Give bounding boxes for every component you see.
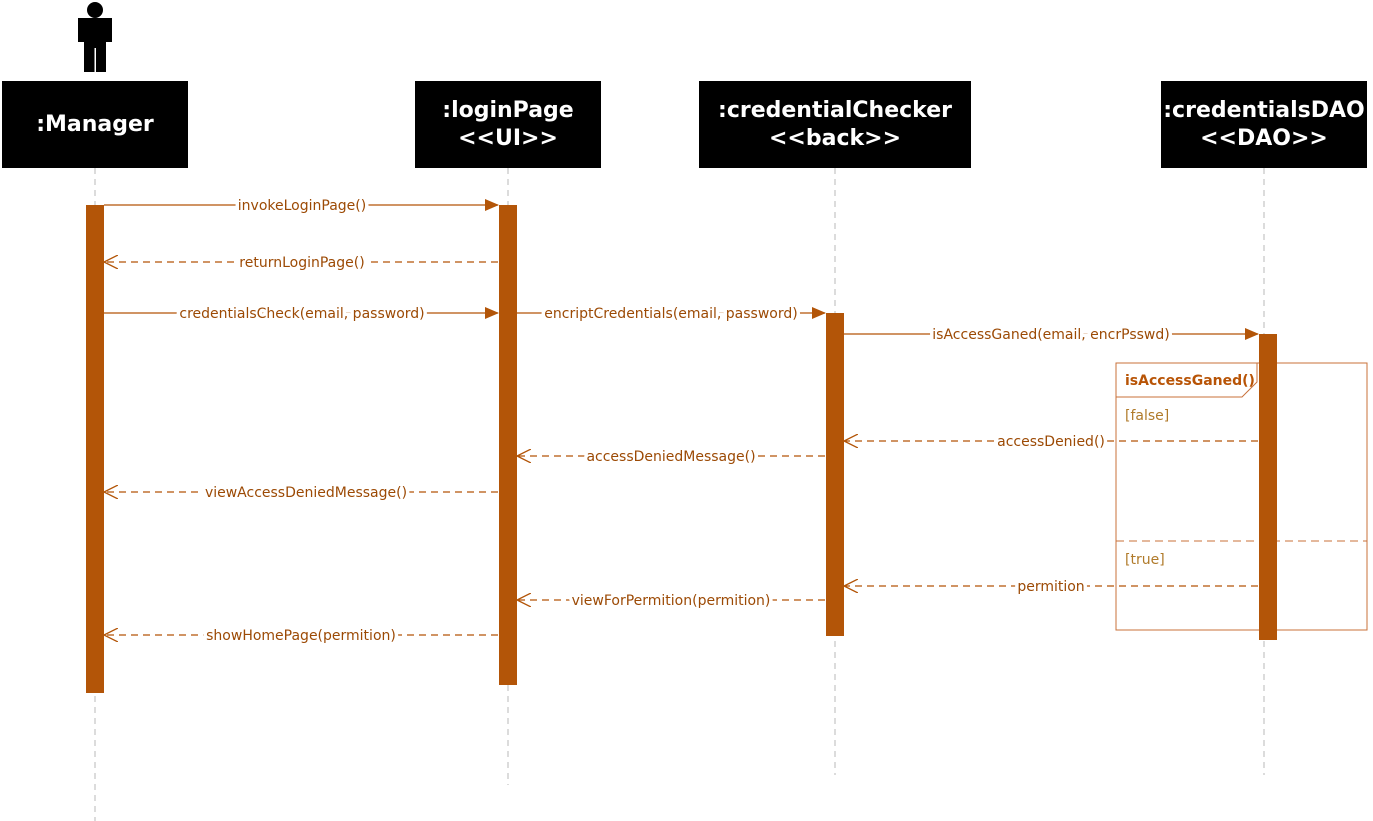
guard-true: [true] bbox=[1125, 552, 1165, 568]
message-label: accessDenied() bbox=[997, 434, 1105, 450]
lifeline-stereotype: <<UI>> bbox=[458, 126, 558, 151]
lifeline-box bbox=[2, 81, 188, 168]
lifeline-loginpage[interactable]: :loginPage <<UI>> bbox=[415, 81, 601, 168]
message-label: credentialsCheck(email, password) bbox=[179, 306, 424, 322]
message-label: invokeLoginPage() bbox=[238, 198, 366, 214]
message-label: encriptCredentials(email, password) bbox=[544, 306, 797, 322]
activation-bar-credentialsdao bbox=[1259, 334, 1277, 640]
lifeline-box bbox=[1161, 81, 1367, 168]
message-label: isAccessGaned(email, encrPsswd) bbox=[932, 327, 1169, 343]
message-label: showHomePage(permition) bbox=[206, 628, 396, 644]
message-label: returnLoginPage() bbox=[239, 255, 364, 271]
guard-false: [false] bbox=[1125, 408, 1169, 424]
lifeline-box bbox=[415, 81, 601, 168]
lifeline-stereotype: <<back>> bbox=[769, 126, 901, 151]
lifeline-name: :credentialChecker bbox=[718, 98, 952, 123]
lifeline-name: :loginPage bbox=[442, 98, 573, 123]
lifeline-credentialchecker[interactable]: :credentialChecker <<back>> bbox=[699, 81, 971, 168]
lifeline-credentialsdao[interactable]: :credentialsDAO <<DAO>> bbox=[1161, 81, 1367, 168]
combined-fragment-frame: isAccessGaned() [false] [true] bbox=[1115, 362, 1368, 631]
activation-bar-credentialchecker bbox=[826, 313, 844, 636]
lifeline-box bbox=[699, 81, 971, 168]
person-icon bbox=[78, 2, 112, 72]
message-label: viewAccessDeniedMessage() bbox=[205, 485, 407, 501]
lifeline-name: :Manager bbox=[36, 112, 154, 137]
frame-title: isAccessGaned() bbox=[1125, 373, 1255, 389]
message-label: permition bbox=[1017, 579, 1084, 595]
activation-bar-loginpage bbox=[499, 205, 517, 685]
lifeline-stereotype: <<DAO>> bbox=[1200, 126, 1328, 151]
lifeline-manager[interactable]: :Manager bbox=[2, 81, 188, 168]
activation-bar-manager bbox=[86, 205, 104, 693]
lifeline-name: :credentialsDAO bbox=[1163, 98, 1364, 123]
message-label: viewForPermition(permition) bbox=[572, 593, 771, 609]
message-label: accessDeniedMessage() bbox=[586, 449, 755, 465]
